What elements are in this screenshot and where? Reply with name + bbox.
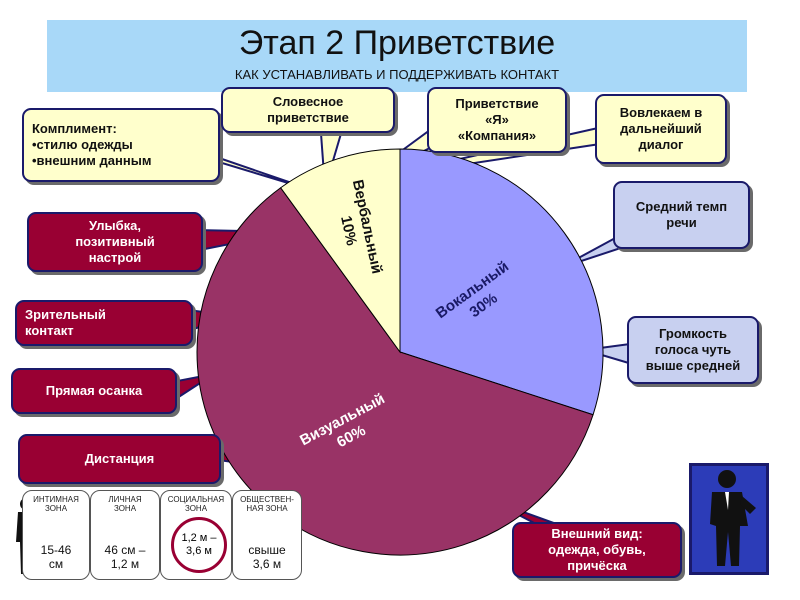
posture-callout: Прямая осанка	[11, 368, 177, 414]
appearance-callout: Внешний вид: одежда, обувь, причёска	[512, 522, 682, 578]
page-title: Этап 2 Приветствие	[238, 24, 556, 62]
pie-slice-3	[279, 148, 401, 354]
zone-label: СОЦИАЛЬНАЯ ЗОНА	[167, 495, 225, 513]
zone-social: СОЦИАЛЬНАЯ ЗОНА 1,2 м – 3,6 м	[160, 490, 232, 580]
zone-range: 15-46 см	[40, 543, 72, 571]
proxemic-zones: ИНТИМНАЯ ЗОНА 15-46 см ЛИЧНАЯ ЗОНА 46 см…	[10, 490, 305, 580]
zone-intimate: ИНТИМНАЯ ЗОНА 15-46 см	[22, 490, 90, 580]
businessman-illustration	[689, 463, 769, 575]
distance-callout: Дистанция	[18, 434, 221, 484]
zone-label: ЛИЧНАЯ ЗОНА	[108, 495, 142, 513]
title-banner: Этап 2 Приветствие КАК УСТАНАВЛИВАТЬ И П…	[47, 20, 747, 92]
zone-label: ИНТИМНАЯ ЗОНА	[33, 495, 79, 513]
zone-range: 46 см – 1,2 м	[104, 543, 146, 571]
pie-slice-1	[399, 148, 604, 416]
compliment-callout: Комплимент: •стилю одежды •внешним данны…	[22, 108, 220, 182]
involve-dialog-callout: Вовлекаем в дальнейший диалог	[595, 94, 727, 164]
zone-personal: ЛИЧНАЯ ЗОНА 46 см – 1,2 м	[90, 490, 160, 580]
zone-range: 1,2 м – 3,6 м	[171, 517, 227, 573]
speech-tempo-callout: Средний темп речи	[613, 181, 750, 249]
greeting-i-company-callout: Приветствие «Я» «Компания»	[427, 87, 567, 153]
voice-volume-callout: Громкость голоса чуть выше средней	[627, 316, 759, 384]
zone-public: ОБЩЕСТВЕН- НАЯ ЗОНА свыше 3,6 м	[232, 490, 302, 580]
zone-range: свыше 3,6 м	[248, 543, 286, 571]
zone-label: ОБЩЕСТВЕН- НАЯ ЗОНА	[240, 495, 294, 513]
pie-slices	[196, 148, 604, 556]
businessman-icon	[710, 470, 756, 566]
page-subtitle: КАК УСТАНАВЛИВАТЬ И ПОДДЕРЖИВАТЬ КОНТАКТ	[234, 67, 560, 82]
eye-contact-callout: Зрительный контакт	[15, 300, 193, 346]
smile-callout: Улыбка, позитивный настрой	[27, 212, 203, 272]
verbal-greeting-callout: Словесное приветствие	[221, 87, 395, 133]
